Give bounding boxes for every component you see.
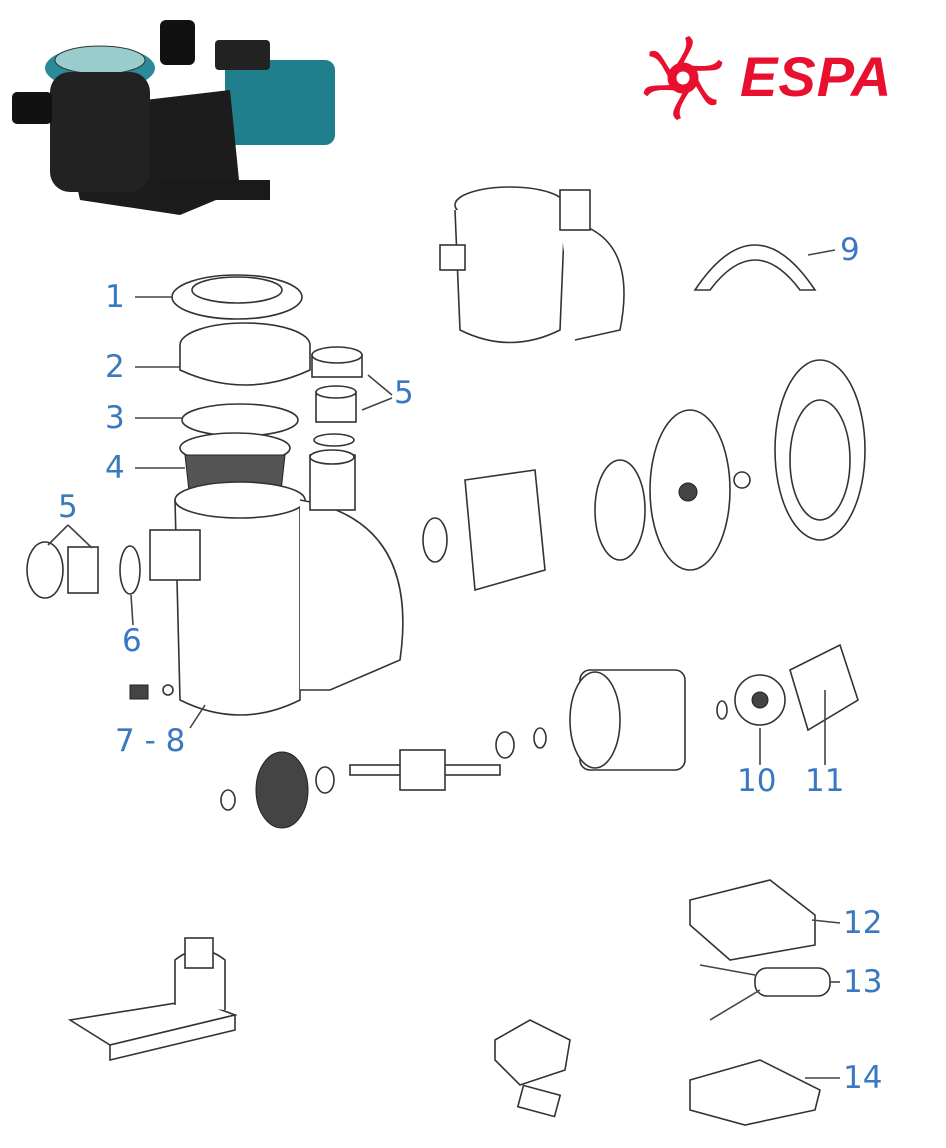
leader-lines: [47, 249, 841, 1079]
part-seal: [422, 517, 448, 563]
part-switch-box: [494, 1019, 571, 1086]
part-label-12: 12: [843, 905, 883, 941]
part-o-ring: [181, 403, 299, 437]
part-label-3: 3: [105, 400, 125, 436]
pump-photo: [12, 20, 335, 215]
part-lock-ring: [179, 322, 311, 386]
part-label-9: 9: [840, 232, 860, 268]
part-label-13: 13: [843, 964, 883, 1000]
part-label-1: 1: [105, 279, 125, 315]
part-union-top: [311, 346, 363, 447]
part-motor-flange: [774, 359, 866, 541]
part-label-6: 6: [122, 623, 142, 659]
part-rotor-shaft: [315, 727, 547, 794]
part-handle: [693, 244, 817, 291]
espa-logo-text: ESPA: [740, 45, 893, 108]
part-label-10: 10: [737, 763, 777, 799]
part-motor: [569, 669, 686, 771]
part-fan: [716, 674, 786, 726]
part-label-5-top: 5: [394, 375, 414, 411]
part-base-foot: [67, 937, 238, 1062]
part-pump-body: [149, 449, 404, 716]
part-label-5-left: 5: [58, 489, 78, 525]
part-drain-plug: [129, 684, 149, 700]
part-union-left: [26, 541, 141, 599]
part-label-7-8: 7 - 8: [115, 723, 186, 759]
part-end-shield: [220, 751, 309, 829]
part-capacitor: [699, 964, 831, 1021]
part-label-4: 4: [105, 450, 125, 486]
part-label-14: 14: [843, 1060, 883, 1096]
part-label-2: 2: [105, 349, 125, 385]
espa-logo-icon: [641, 36, 725, 120]
part-fan-cover: [789, 643, 859, 732]
part-label-11: 11: [805, 763, 845, 799]
assembled-pump-drawing: [439, 186, 625, 344]
part-diffuser: [464, 469, 546, 592]
part-impeller: [594, 459, 646, 561]
part-terminal-box: [689, 1059, 821, 1126]
part-terminal-cover: [689, 879, 816, 961]
